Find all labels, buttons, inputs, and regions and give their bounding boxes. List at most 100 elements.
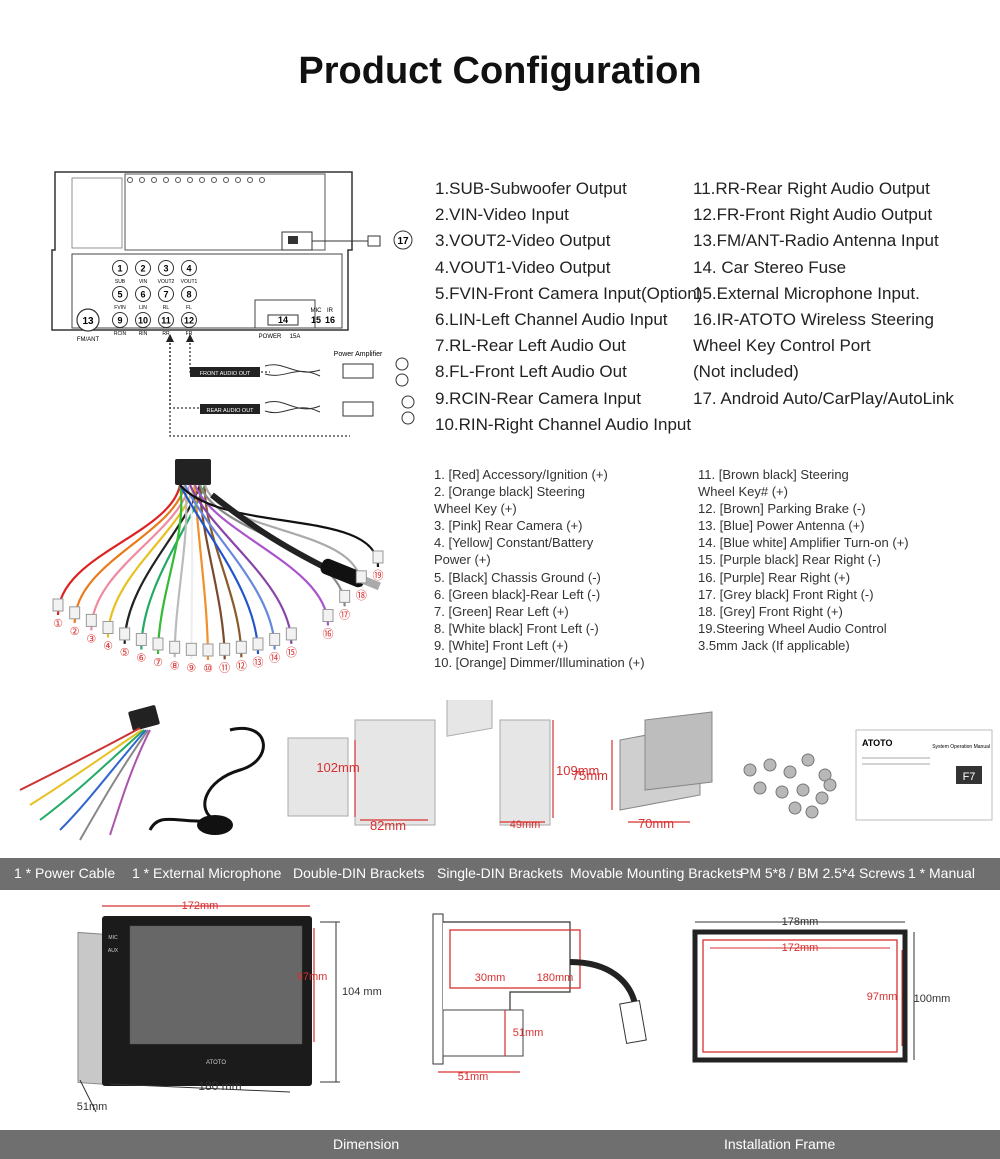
port-sub-label: VOUT2: [158, 279, 175, 285]
dimension-diagrams: MIC AUX ATOTO 172mm 97mm 104 mm 180 mm 5…: [77, 900, 951, 1113]
accessories-images: 102mm 82mm 109mm 49mm 75mm 70mm ATOTO Sy…: [19, 700, 993, 841]
port-item: (Not included): [693, 362, 799, 382]
accessory-label: 1 * External Microphone: [132, 865, 282, 881]
double-din-width: 82mm: [370, 818, 406, 833]
harness-number: ⑨: [186, 662, 196, 674]
port-sub-label: VIN: [139, 279, 148, 285]
body-width-label: 180 mm: [198, 1079, 241, 1093]
side-180mm-label: 180mm: [537, 972, 574, 984]
page-title: Product Configuration: [298, 50, 702, 92]
harness-wire: [56, 484, 182, 616]
frame-outer-width-label: 178mm: [782, 916, 819, 928]
port-circle: [158, 260, 174, 276]
manual-model: F7: [963, 771, 976, 783]
double-din-brackets-image: [287, 719, 436, 826]
movable-brackets-image: [611, 711, 713, 823]
wire-connector: [372, 550, 384, 564]
port-number: 3: [163, 264, 168, 274]
ir-label: IR: [327, 308, 334, 314]
port-item: 2.VIN-Video Input: [435, 205, 569, 225]
port-item: 8.FL-Front Left Audio Out: [435, 362, 627, 382]
port-item: 1.SUB-Subwoofer Output: [435, 179, 627, 198]
wire-item: 6. [Green black]-Rear Left (-): [434, 586, 601, 602]
wire-connector: [119, 627, 131, 641]
wire-connector: [102, 621, 114, 634]
wire-connector: [252, 637, 264, 651]
antenna-label: FM/ANT: [77, 337, 100, 343]
harness-number: ⑱: [356, 589, 367, 602]
mic-port-label: MIC: [108, 935, 118, 941]
dimension-label: Dimension: [333, 1136, 400, 1152]
harness-number: ⑧: [170, 660, 180, 672]
side-view-image: [432, 913, 647, 1073]
front-width-label: 172mm: [182, 900, 219, 912]
accessory-label: Movable Mounting Brackets: [570, 865, 743, 881]
accessories-label-bar: 1 * Power Cable 1 * External Microphone …: [0, 858, 1000, 890]
port-circle: [112, 260, 128, 276]
wire-list-right: 11. [Brown black] Steering Wheel Key# (+…: [698, 466, 998, 654]
port-item: 14. Car Stereo Fuse: [693, 257, 847, 277]
wire-connector: [169, 640, 181, 654]
port-item: 3.VOUT2-Video Output: [435, 231, 611, 251]
port-circle: [181, 286, 197, 302]
port-sub-label: RCIN: [114, 331, 127, 337]
wire-list-left: 1. [Red] Accessory/Ignition (+) 2. [Oran…: [434, 466, 694, 671]
side-30mm-label: 30mm: [475, 972, 506, 984]
front-inner-height-label: 97mm: [297, 971, 328, 983]
ir-number: 16: [325, 315, 335, 325]
double-din-height: 102mm: [316, 760, 359, 775]
aux-port-label: AUX: [108, 948, 119, 954]
accessory-label: PM 5*8 / BM 2.5*4 Screws: [740, 865, 905, 881]
single-din-width: 49mm: [510, 819, 541, 831]
accessory-label: 1 * Power Cable: [14, 865, 116, 881]
port-circle: [181, 260, 197, 276]
port-circle: [112, 286, 128, 302]
wire-item: 15. [Purple black] Rear Right (-): [698, 552, 881, 568]
single-din-brackets-image: [446, 700, 554, 826]
port-number: 5: [117, 290, 122, 300]
wire-item: 7. [Green] Rear Left (+): [434, 603, 569, 619]
harness-number: ⑪: [219, 661, 230, 674]
manual-image: [855, 729, 993, 821]
single-din-height: 109mm: [556, 763, 599, 778]
accessory-label: 1 * Manual: [908, 865, 975, 881]
port-list-left: 1.SUB-Subwoofer Output 2.VIN-Video Input…: [435, 176, 702, 438]
antenna-number: 13: [82, 316, 94, 327]
manual-title: System Operation Manual: [932, 744, 990, 750]
wire-item: 19.Steering Wheel Audio Control: [698, 620, 887, 636]
wire-connector: [52, 598, 64, 612]
port-number: 12: [184, 316, 194, 326]
front-audio-out-label: FRONT AUDIO OUT: [200, 371, 251, 377]
harness-number: ⑩: [203, 663, 213, 675]
wire-connector: [69, 606, 81, 620]
port-sub-label: FR: [186, 331, 193, 337]
harness-number: ⑭: [269, 651, 280, 664]
fuse-number: 14: [278, 315, 288, 325]
port-item: 13.FM/ANT-Radio Antenna Input: [693, 231, 939, 251]
wire-item: 4. [Yellow] Constant/Battery: [434, 535, 594, 551]
wire-connector: [85, 613, 97, 627]
installation-frame-image: [692, 929, 908, 1063]
movable-height: 75mm: [572, 768, 608, 783]
port-circle: [158, 312, 174, 328]
harness-number: ⑥: [136, 652, 146, 664]
port-list-right: 11.RR-Rear Right Audio Output 12.FR-Fron…: [693, 176, 993, 412]
wire-item: 10. [Orange] Dimmer/Illumination (+): [434, 655, 645, 671]
port-sub-label: LIN: [139, 305, 147, 311]
wire-item: Wheel Key# (+): [698, 484, 788, 500]
wire-item: 3.5mm Jack (If applicable): [698, 637, 850, 653]
harness-number: ④: [103, 641, 113, 653]
port-circle: [112, 312, 128, 328]
wire-item: 8. [White black] Front Left (-): [434, 620, 599, 636]
mic-label: MIC: [311, 308, 323, 314]
port-circle: [135, 312, 151, 328]
port-item: 12.FR-Front Right Audio Output: [693, 205, 933, 225]
wire-item: 17. [Grey black] Front Right (-): [698, 586, 874, 602]
wire-item: 3. [Pink] Rear Camera (+): [434, 518, 583, 534]
wire-connector: [185, 642, 197, 656]
power-cable-image: [19, 705, 160, 841]
accessory-label: Single-DIN Brackets: [437, 865, 564, 881]
dimension-label-bar: Dimension Installation Frame: [0, 1130, 1000, 1159]
port-circle: [135, 286, 151, 302]
